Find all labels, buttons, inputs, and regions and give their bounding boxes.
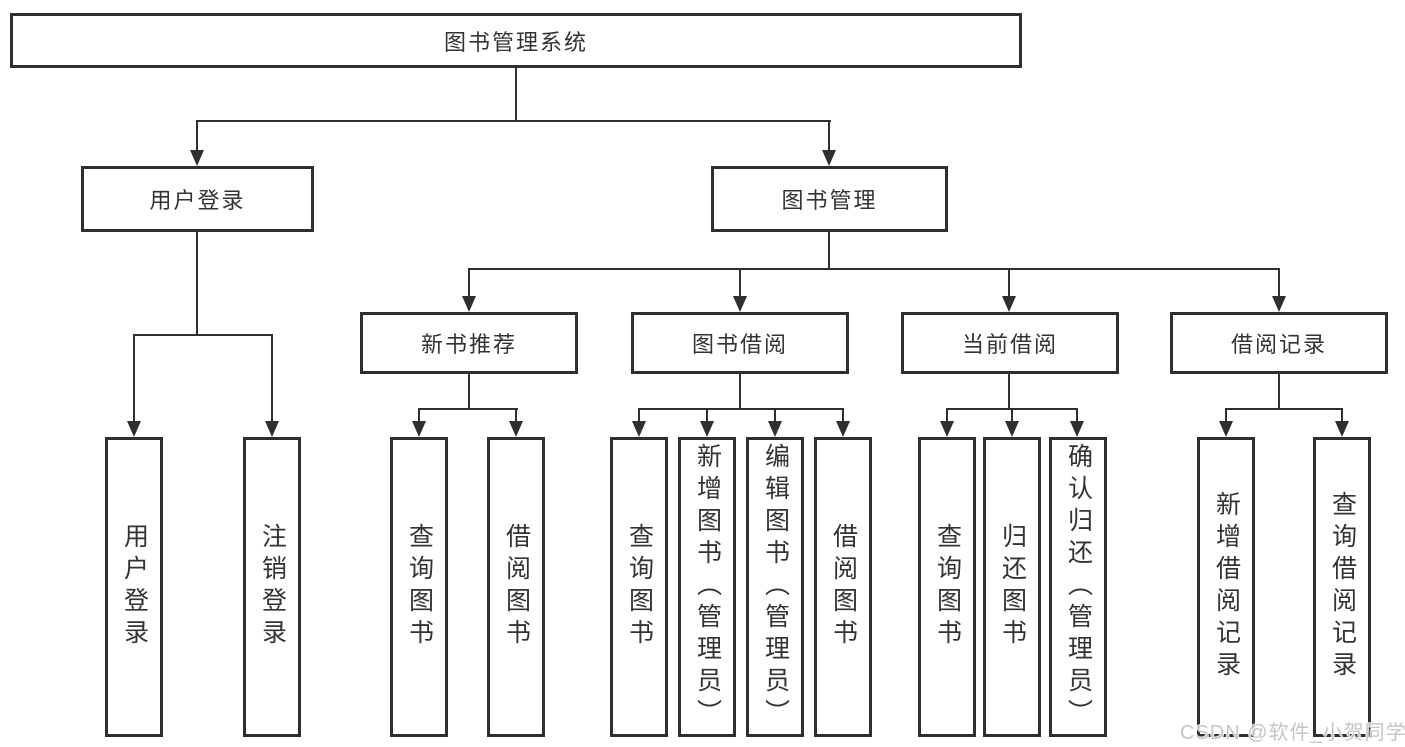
- node-label: 用户登录: [120, 523, 149, 651]
- arrow-down-icon: [768, 421, 782, 437]
- connector-group-stem: [1008, 374, 1010, 410]
- node-query-books-current: 查询图书: [918, 437, 976, 737]
- connector-user-login-stem: [196, 232, 198, 336]
- arrow-down-icon: [462, 296, 476, 312]
- node-edit-book-admin: 编辑图书（管理员）: [746, 437, 804, 737]
- connector-book-mgmt-stem: [828, 232, 830, 270]
- node-return-book: 归还图书: [983, 437, 1041, 737]
- node-confirm-return-admin: 确认归还（管理员）: [1049, 437, 1107, 737]
- node-label: 新增图书（管理员）: [693, 443, 722, 731]
- node-borrow-records-label: 借阅记录: [1230, 332, 1327, 357]
- arrow-down-icon: [700, 421, 714, 437]
- connector-user-login-branch: [133, 334, 273, 336]
- arrow-down-icon: [822, 150, 836, 166]
- node-label: 归还图书: [998, 523, 1027, 651]
- connector-to-book-mgmt: [828, 120, 830, 152]
- node-current-borrow: 当前借阅: [901, 312, 1119, 374]
- arrow-down-icon: [1335, 421, 1349, 437]
- arrow-down-icon: [836, 421, 850, 437]
- connector-drop: [1341, 408, 1343, 424]
- connector-drop: [515, 408, 517, 424]
- node-book-management-label: 图书管理: [781, 188, 878, 213]
- arrow-down-icon: [940, 421, 954, 437]
- node-book-management: 图书管理: [711, 166, 948, 232]
- connector-group-branch: [1225, 408, 1343, 410]
- connector-to-user-login: [196, 120, 198, 152]
- node-new-book-recommend-label: 新书推荐: [420, 332, 517, 357]
- arrow-down-icon: [733, 296, 747, 312]
- connector-drop: [418, 408, 420, 424]
- node-new-book-recommend: 新书推荐: [360, 312, 578, 374]
- node-label: 查询借阅记录: [1328, 491, 1357, 683]
- connector-drop: [774, 408, 776, 424]
- arrow-down-icon: [190, 150, 204, 166]
- node-query-borrow-record: 查询借阅记录: [1313, 437, 1371, 737]
- arrow-down-icon: [1219, 421, 1233, 437]
- node-user-login: 用户登录: [81, 166, 314, 232]
- node-query-books-borrow: 查询图书: [610, 437, 668, 737]
- node-label: 借阅图书: [502, 523, 531, 651]
- node-library-system: 图书管理系统: [10, 13, 1022, 68]
- node-user-login-label: 用户登录: [149, 188, 246, 213]
- connector-group-branch: [418, 408, 518, 410]
- connector-root-branch: [196, 120, 831, 122]
- node-label: 查询图书: [405, 523, 434, 651]
- connector-drop: [1076, 408, 1078, 424]
- arrow-down-icon: [265, 421, 279, 437]
- node-current-borrow-label: 当前借阅: [961, 332, 1058, 357]
- connector-group-branch: [638, 408, 844, 410]
- connector-drop: [638, 408, 640, 424]
- node-query-books-recommend: 查询图书: [390, 437, 448, 737]
- connector-drop: [739, 268, 741, 300]
- connector-drop: [1278, 268, 1280, 300]
- connector-book-mgmt-branch: [468, 268, 1280, 270]
- connector-drop: [271, 334, 273, 424]
- connector-group-stem: [1278, 374, 1280, 410]
- connector-drop: [1011, 408, 1013, 424]
- node-book-borrow: 图书借阅: [631, 312, 849, 374]
- connector-drop: [1008, 268, 1010, 300]
- arrow-down-icon: [1272, 296, 1286, 312]
- connector-drop: [133, 334, 135, 424]
- connector-drop: [468, 268, 470, 300]
- connector-drop: [946, 408, 948, 424]
- node-label: 新增借阅记录: [1212, 491, 1241, 683]
- arrow-down-icon: [412, 421, 426, 437]
- watermark-text: CSDN @软件_小贺同学: [1180, 722, 1405, 744]
- node-library-system-label: 图书管理系统: [443, 29, 588, 55]
- arrow-down-icon: [1005, 421, 1019, 437]
- node-label: 注销登录: [258, 523, 287, 651]
- connector-drop: [842, 408, 844, 424]
- node-logout-action: 注销登录: [243, 437, 301, 737]
- node-user-login-action: 用户登录: [105, 437, 163, 737]
- arrow-down-icon: [1070, 421, 1084, 437]
- arrow-down-icon: [509, 421, 523, 437]
- connector-drop: [706, 408, 708, 424]
- arrow-down-icon: [1002, 296, 1016, 312]
- node-label: 确认归还（管理员）: [1064, 443, 1093, 731]
- arrow-down-icon: [127, 421, 141, 437]
- node-borrow-books-recommend: 借阅图书: [487, 437, 545, 737]
- node-add-book-admin: 新增图书（管理员）: [678, 437, 736, 737]
- connector-drop: [1225, 408, 1227, 424]
- node-book-borrow-label: 图书借阅: [691, 332, 788, 357]
- node-label: 查询图书: [625, 523, 654, 651]
- node-borrow-records: 借阅记录: [1170, 312, 1388, 374]
- connector-root-stem: [515, 68, 517, 121]
- node-label: 借阅图书: [829, 523, 858, 651]
- connector-group-stem: [468, 374, 470, 410]
- node-add-borrow-record: 新增借阅记录: [1197, 437, 1255, 737]
- node-borrow-books: 借阅图书: [814, 437, 872, 737]
- arrow-down-icon: [632, 421, 646, 437]
- node-label: 查询图书: [933, 523, 962, 651]
- connector-group-stem: [739, 374, 741, 410]
- node-label: 编辑图书（管理员）: [761, 443, 790, 731]
